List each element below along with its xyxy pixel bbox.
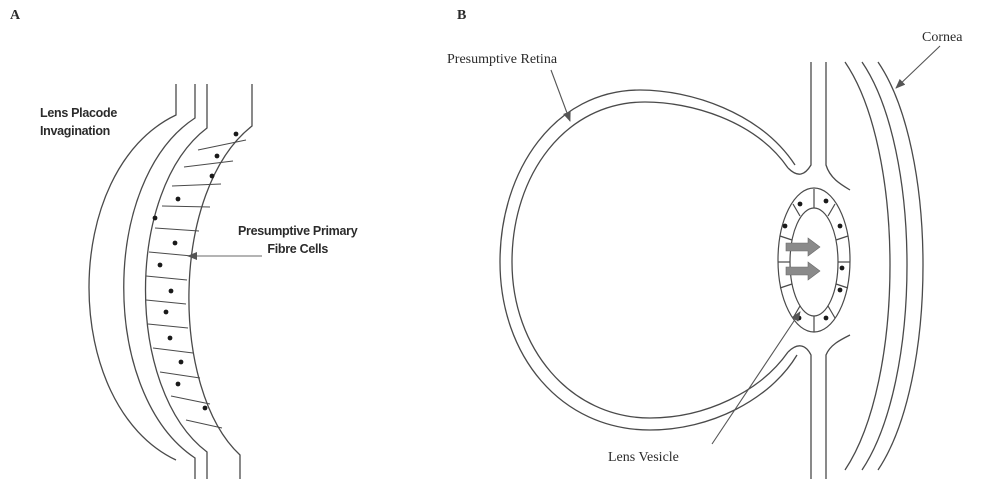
ectoderm-lower-right [826, 335, 850, 479]
cornea-line-3 [878, 62, 923, 470]
lens-placode-label-line1: Lens Placode [40, 104, 117, 122]
placode-outer-line [89, 84, 176, 460]
cornea-label: Cornea [922, 30, 962, 46]
retina-pointer [551, 70, 570, 121]
ectoderm-upper-right [826, 62, 850, 190]
cornea-line-2 [862, 62, 907, 470]
cornea-line-1 [845, 62, 890, 470]
panel-b-drawing [500, 62, 923, 479]
placode-inner-line-1 [124, 84, 195, 479]
lens-vesicle-pointer [712, 312, 800, 444]
fibre-cells-label-line1: Presumptive Primary [238, 222, 357, 240]
optic-cup-outer [500, 90, 797, 430]
nuclei-a [153, 132, 239, 411]
fibre-cells-label: Presumptive Primary Fibre Cells [238, 222, 357, 258]
nuclei-b [783, 199, 845, 321]
lens-vesicle [778, 188, 850, 332]
cornea-pointer [896, 46, 940, 88]
lens-placode-label-line2: Invagination [40, 122, 117, 140]
panel-b-pointers [551, 46, 940, 444]
fibre-cells-label-line2: Fibre Cells [238, 240, 357, 258]
lens-placode-label: Lens Placode Invagination [40, 104, 117, 140]
retina-label: Presumptive Retina [447, 52, 557, 68]
ectoderm-upper-left [788, 62, 811, 174]
elongation-arrows [786, 238, 820, 280]
ectoderm-lower-left [788, 346, 811, 479]
panel-a-drawing [89, 84, 252, 479]
elongation-arrow-1 [786, 238, 820, 256]
lens-vesicle-label: Lens Vesicle [608, 450, 679, 466]
epithelium-inner-line [189, 84, 252, 479]
optic-cup-inner [512, 102, 788, 418]
epithelium-outer-line [146, 84, 208, 479]
